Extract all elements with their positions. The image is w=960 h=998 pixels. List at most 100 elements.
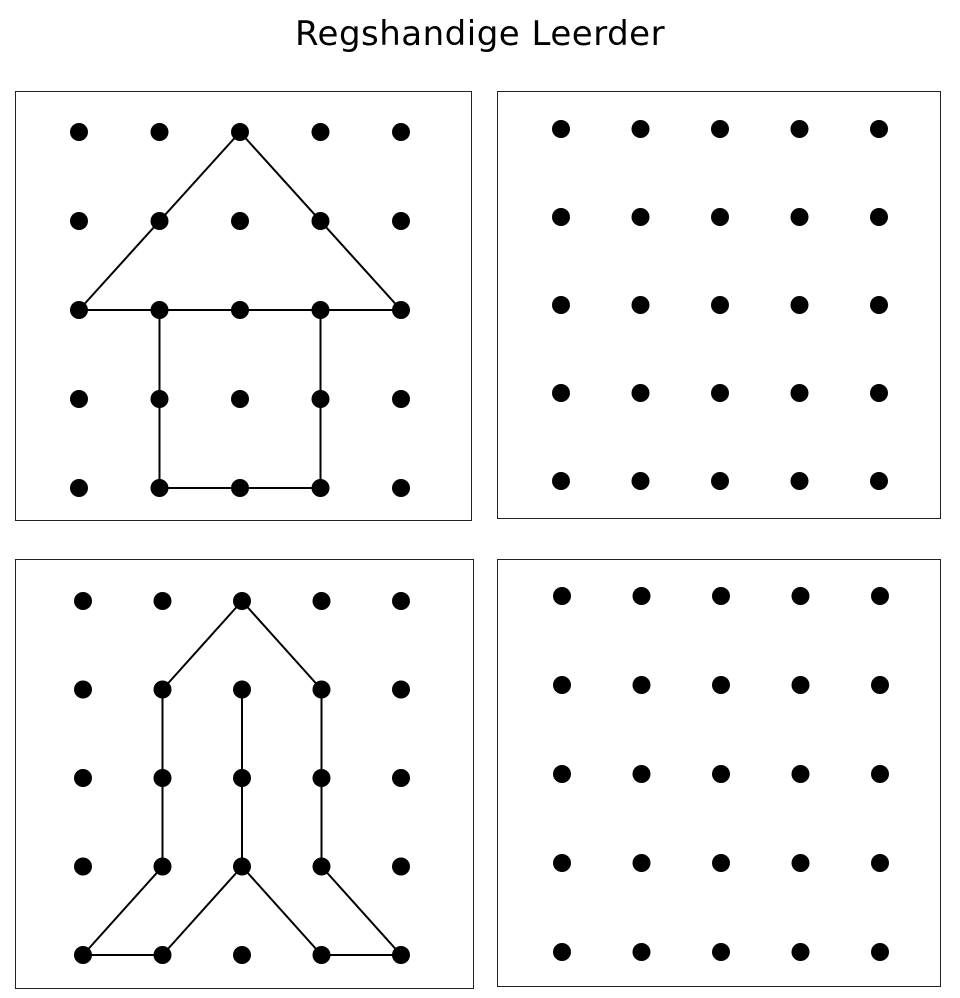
grid-dot: [712, 587, 730, 605]
grid-dot: [790, 472, 809, 490]
grid-dot: [871, 943, 889, 961]
grid-dot: [312, 680, 331, 699]
grid-dot: [632, 676, 651, 694]
grid-dot: [311, 123, 330, 141]
grid-dot: [712, 943, 730, 961]
grid-dot: [871, 765, 889, 783]
grid-dot: [552, 296, 570, 314]
grid-dot: [150, 390, 169, 408]
grid-dot: [74, 769, 92, 787]
grid-dot: [712, 676, 730, 694]
grid-dot: [552, 472, 570, 490]
grid-dot: [791, 587, 810, 605]
grid-dot: [231, 390, 249, 408]
grid-dot: [233, 769, 251, 787]
dot-grid-svg: [553, 587, 889, 961]
grid-dot: [231, 212, 249, 230]
grid-dot: [632, 587, 651, 605]
grid-dot: [552, 208, 570, 226]
grid-dot: [791, 765, 810, 783]
grid-dot: [70, 212, 88, 230]
grid-dot: [233, 592, 251, 610]
geoboard-example-arrow: [15, 559, 474, 989]
grid-dot: [553, 765, 571, 783]
grid-dot: [153, 857, 172, 876]
grid-dot: [392, 769, 410, 787]
grid-dot: [553, 854, 571, 872]
grid-dot: [312, 769, 331, 787]
grid-dot: [552, 384, 570, 402]
grid-dot: [712, 854, 730, 872]
grid-dot: [150, 123, 169, 141]
grid-dot: [790, 120, 809, 138]
grid-dot: [791, 943, 810, 961]
grid-dot: [553, 943, 571, 961]
grid-dot: [70, 479, 88, 497]
grid-dot: [552, 120, 570, 138]
grid-dot: [153, 769, 172, 787]
grid-dot: [871, 587, 889, 605]
grid-dot: [791, 676, 810, 694]
grid-dot: [153, 680, 172, 699]
grid-dot: [150, 212, 169, 230]
grid-dot: [632, 854, 651, 872]
grid-dot: [553, 676, 571, 694]
grid-dot: [74, 946, 92, 964]
grid-dot: [392, 857, 410, 876]
grid-dot: [392, 592, 410, 610]
grid-dot: [871, 854, 889, 872]
grid-dot: [631, 296, 650, 314]
grid-dot: [790, 384, 809, 402]
dot-grid-svg: [70, 123, 410, 497]
grid-dot: [553, 587, 571, 605]
grid-dot: [70, 301, 88, 319]
grid-dot: [870, 384, 888, 402]
geoboard-blank-2: [497, 559, 941, 987]
grid-dot: [870, 208, 888, 226]
grid-dot: [631, 208, 650, 226]
grid-dot: [791, 854, 810, 872]
grid-dot: [312, 592, 331, 610]
grid-dot: [392, 390, 410, 408]
grid-dot: [711, 120, 729, 138]
grid-dot: [790, 296, 809, 314]
grid-dot: [74, 592, 92, 610]
grid-dot: [392, 123, 410, 141]
grid-dot: [70, 390, 88, 408]
grid-dot: [870, 296, 888, 314]
grid-dot: [632, 765, 651, 783]
grid-dot: [231, 479, 249, 497]
grid-dot: [153, 946, 172, 964]
grid-dot: [150, 479, 169, 497]
grid-dot: [231, 301, 249, 319]
grid-dot: [70, 123, 88, 141]
geoboard-example-house: [15, 91, 472, 521]
grid-dot: [233, 857, 251, 876]
dot-grid-svg: [552, 120, 888, 490]
geoboard-blank-1: [497, 91, 941, 519]
grid-dot: [312, 946, 331, 964]
grid-dot: [233, 680, 251, 699]
grid-dot: [790, 208, 809, 226]
grid-dot: [311, 212, 330, 230]
grid-dot: [392, 946, 410, 964]
grid-dot: [712, 765, 730, 783]
grid-dot: [392, 212, 410, 230]
grid-dot: [74, 857, 92, 876]
grid-dot: [233, 946, 251, 964]
grid-dot: [311, 479, 330, 497]
worksheet-title: Regshandige Leerder: [294, 14, 666, 54]
grid-dot: [870, 472, 888, 490]
grid-dot: [631, 472, 650, 490]
grid-dot: [711, 208, 729, 226]
grid-dot: [631, 120, 650, 138]
grid-dot: [312, 857, 331, 876]
grid-dot: [711, 472, 729, 490]
grid-dot: [631, 384, 650, 402]
grid-dot: [74, 680, 92, 699]
grid-dot: [311, 301, 330, 319]
grid-dot: [231, 123, 249, 141]
grid-dot: [711, 384, 729, 402]
grid-dot: [153, 592, 172, 610]
grid-dot: [392, 680, 410, 699]
